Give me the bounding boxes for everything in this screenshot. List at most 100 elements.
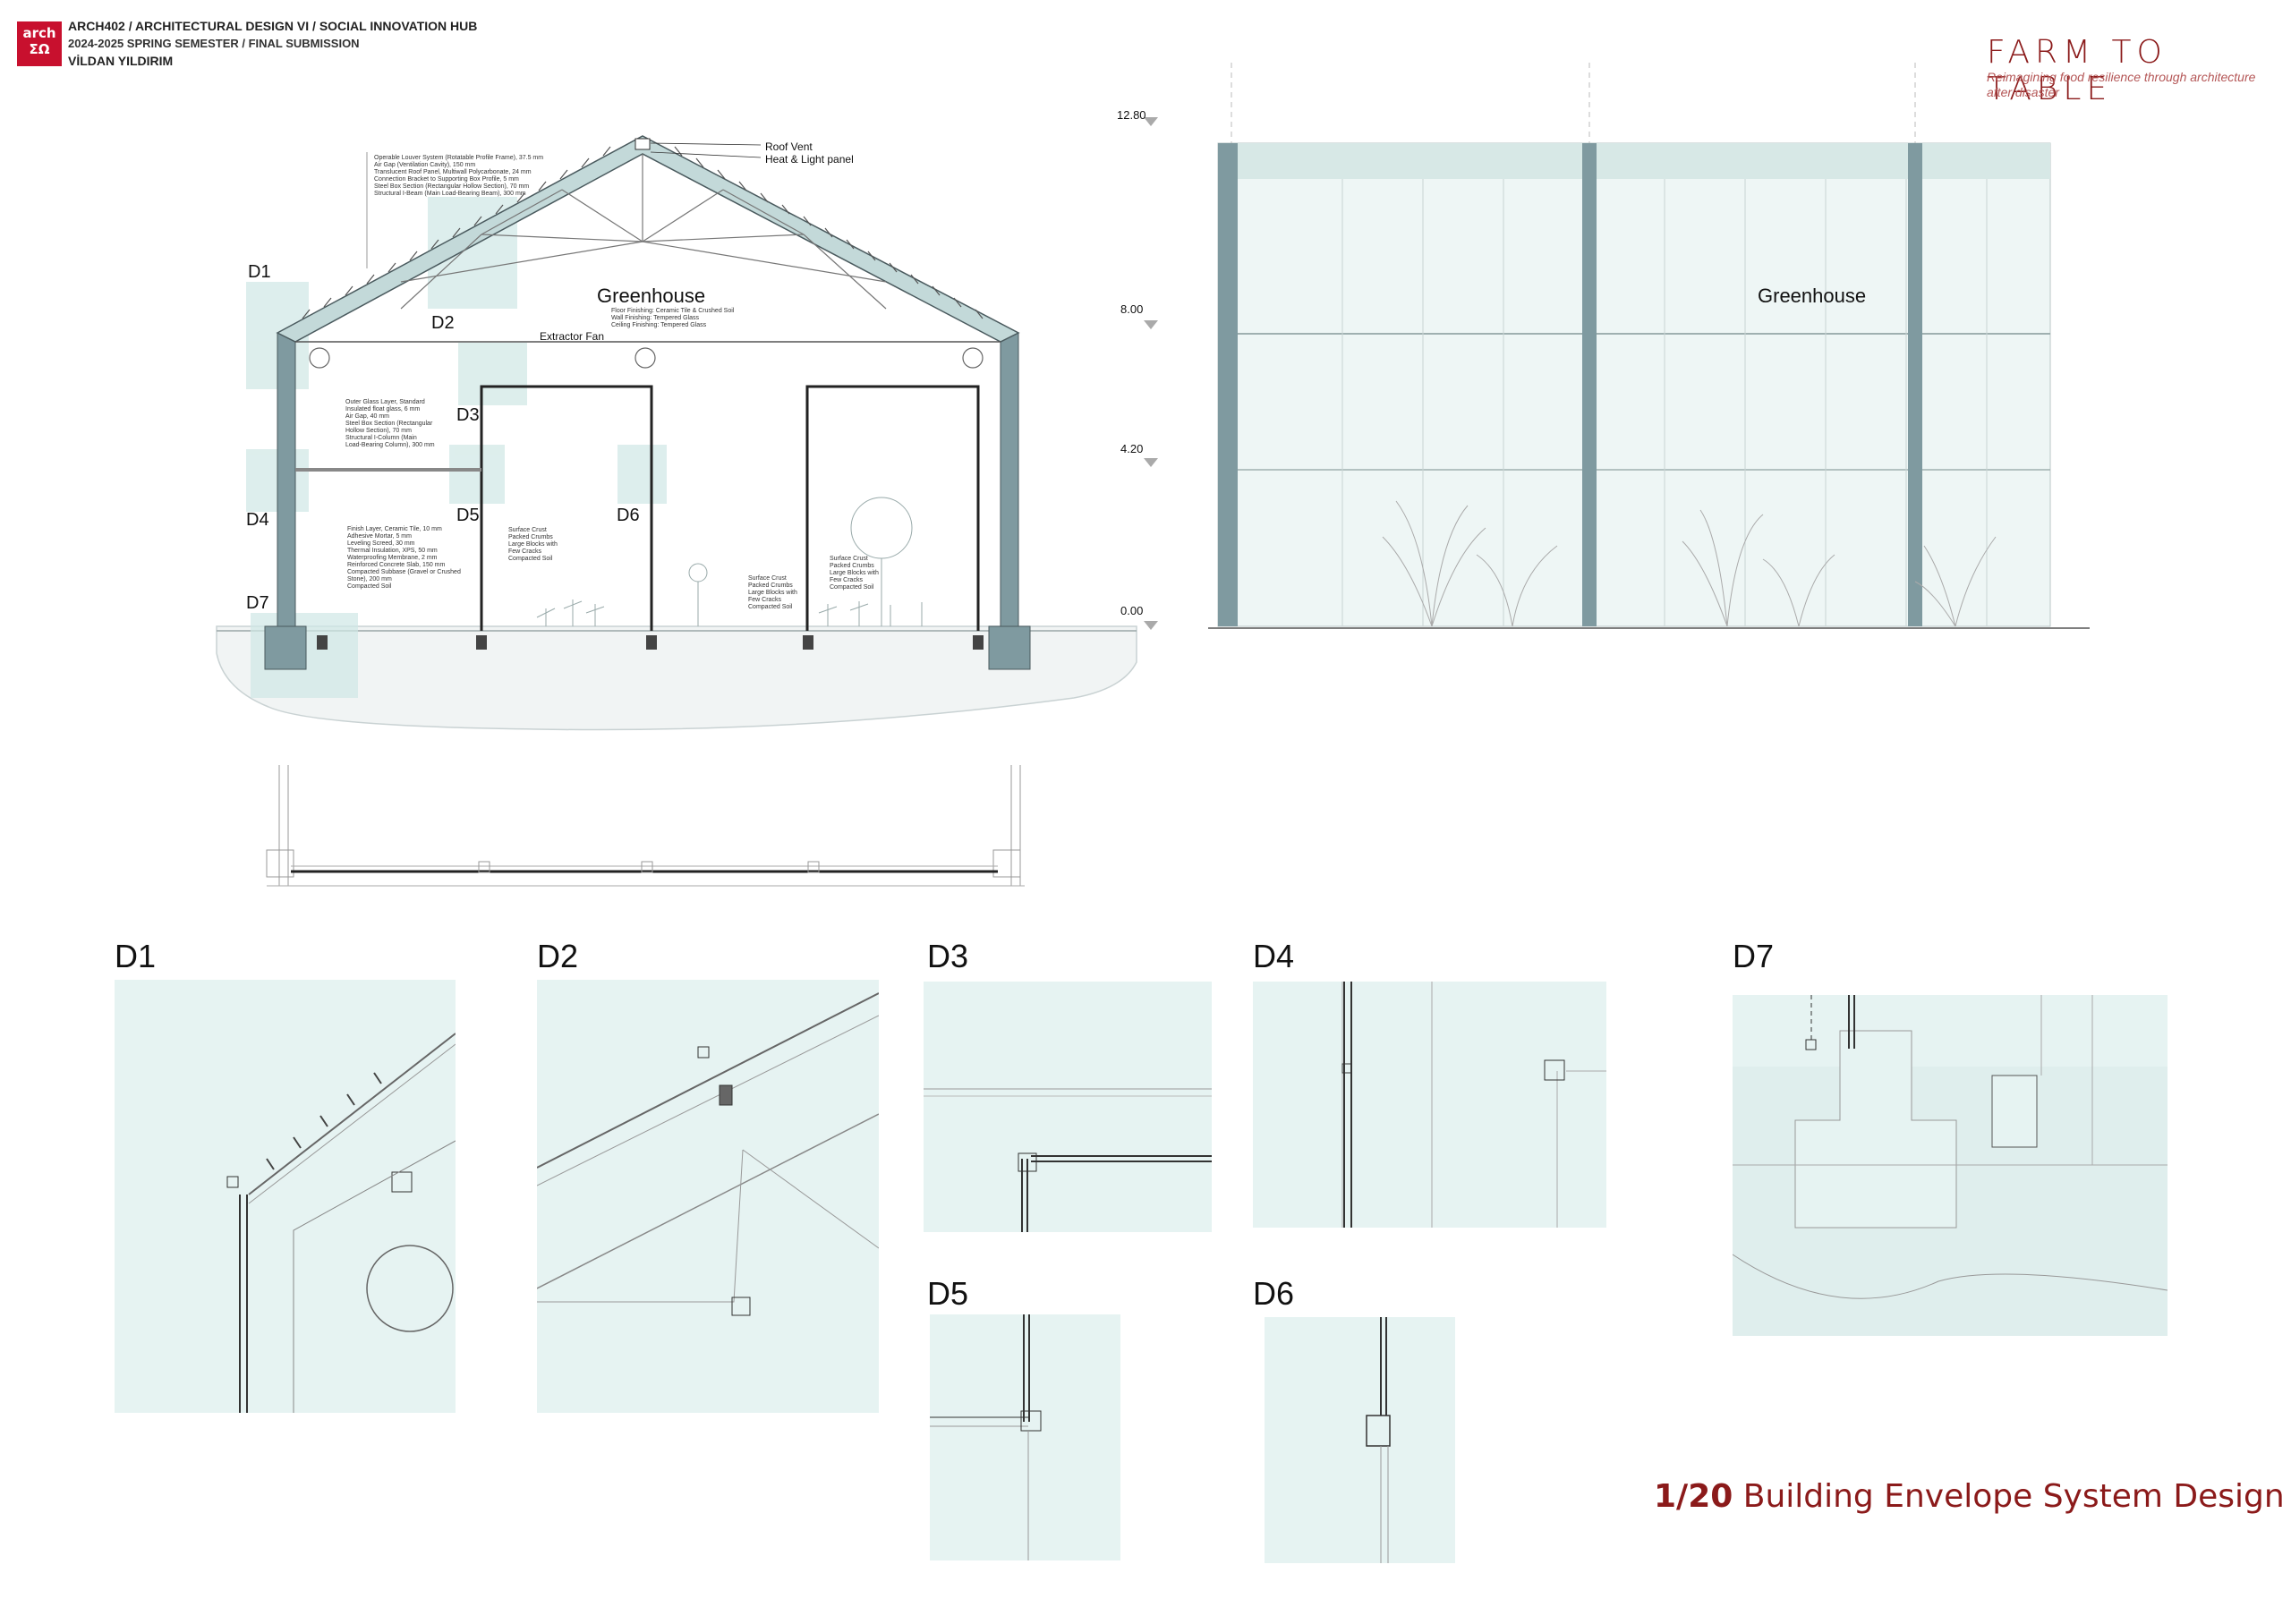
course-line: ARCH402 / ARCHITECTURAL DESIGN VI / SOCI… <box>68 19 478 33</box>
svg-text:Large Blocks with: Large Blocks with <box>748 590 797 596</box>
detail-d2-panel <box>537 980 879 1413</box>
svg-text:Few Cracks: Few Cracks <box>748 597 781 603</box>
level-12-80: 12.80 <box>1117 108 1146 122</box>
svg-text:Hollow Section), 70 mm: Hollow Section), 70 mm <box>345 428 412 434</box>
svg-text:Floor Finishing: Ceramic Tile: Floor Finishing: Ceramic Tile & Crushed … <box>611 308 735 314</box>
soil-notes-c: Surface Crust Packed Crumbs Large Blocks… <box>830 556 879 591</box>
sheet-title: 1/20 Building Envelope System Design <box>1654 1478 2285 1515</box>
author-line: VİLDAN YILDIRIM <box>68 54 174 68</box>
detail-highlights <box>246 197 667 698</box>
detail-d4-label: D4 <box>1253 938 1295 974</box>
tag-d5: D5 <box>456 506 480 525</box>
project-subtitle: Reimagining food resilience through arch… <box>1987 70 2256 99</box>
tag-d4: D4 <box>246 510 269 530</box>
detail-d6-panel <box>1265 1317 1455 1563</box>
svg-text:Connection Bracket to Supporti: Connection Bracket to Supporting Box Pro… <box>374 176 519 183</box>
ground-mass <box>216 625 1137 731</box>
svg-text:Steel Box Section (Rectangular: Steel Box Section (Rectangular Hollow Se… <box>374 183 529 190</box>
extractor-fans <box>309 347 984 369</box>
level-markers: 12.80 8.00 4.20 0.00 <box>1117 108 1158 630</box>
svg-text:Outer Glass Layer, Standard: Outer Glass Layer, Standard <box>345 399 425 405</box>
heat-light-label: Heat & Light panel <box>765 153 854 166</box>
soil-notes-b: Surface Crust Packed Crumbs Large Blocks… <box>748 575 797 610</box>
level-0-00: 0.00 <box>1120 604 1143 617</box>
drawings-canvas: Greenhouse Roof Vent Heat & Light panel … <box>216 63 2090 887</box>
detail-d5-label: D5 <box>927 1275 969 1312</box>
detail-d1-panel <box>115 980 456 1413</box>
soil-notes-a: Surface Crust Packed Crumbs Large Blocks… <box>508 527 558 562</box>
detail-d3-label: D3 <box>927 938 969 974</box>
section-greenhouse-label: Greenhouse <box>597 285 705 307</box>
logo-text-top: arch <box>22 25 56 41</box>
logo-text-bottom: ΣΩ <box>29 41 50 57</box>
svg-text:Compacted Soil: Compacted Soil <box>748 604 793 610</box>
svg-text:Few Cracks: Few Cracks <box>508 548 541 555</box>
svg-text:Insulated float glass, 6 mm: Insulated float glass, 6 mm <box>345 406 420 412</box>
detail-d2-label: D2 <box>537 938 579 974</box>
level-8-00: 8.00 <box>1120 302 1143 316</box>
school-logo <box>17 21 62 66</box>
wall-notes: Outer Glass Layer, Standard Insulated fl… <box>345 399 435 448</box>
tag-d1: D1 <box>248 262 271 282</box>
svg-text:Surface Crust: Surface Crust <box>748 575 787 582</box>
detail-d5-panel <box>930 1314 1120 1560</box>
svg-text:Wall Finishing: Tempered Glass: Wall Finishing: Tempered Glass <box>611 315 700 321</box>
svg-text:Surface Crust: Surface Crust <box>830 556 868 562</box>
svg-text:Large Blocks with: Large Blocks with <box>830 570 879 576</box>
base-plates <box>317 635 984 650</box>
svg-text:Translucent Roof Panel, Multiw: Translucent Roof Panel, Multiwall Polyca… <box>374 169 532 175</box>
svg-text:Packed Crumbs: Packed Crumbs <box>748 582 793 589</box>
detail-d7-label: D7 <box>1733 938 1775 974</box>
detail-d4-panel <box>1253 982 1606 1228</box>
svg-text:Reinforced Concrete Slab, 150: Reinforced Concrete Slab, 150 mm <box>347 562 445 568</box>
semester-line: 2024-2025 SPRING SEMESTER / FINAL SUBMIS… <box>68 37 360 50</box>
tag-d3: D3 <box>456 405 480 425</box>
svg-text:Load-Bearing Column), 300 mm: Load-Bearing Column), 300 mm <box>345 442 435 448</box>
finishes-notes: Floor Finishing: Ceramic Tile & Crushed … <box>611 308 735 328</box>
inner-rooms <box>295 385 980 631</box>
svg-text:Waterproofing Membrane, 2 mm: Waterproofing Membrane, 2 mm <box>347 555 438 561</box>
sheet-scale: 1/20 <box>1654 1478 1733 1515</box>
roof-vent-label: Roof Vent <box>765 140 813 153</box>
tag-d2: D2 <box>431 313 455 333</box>
tag-d6: D6 <box>617 506 640 525</box>
svg-text:Packed Crumbs: Packed Crumbs <box>508 534 553 540</box>
extractor-fan-label: Extractor Fan <box>540 330 604 343</box>
svg-text:Air Gap, 40 mm: Air Gap, 40 mm <box>345 413 389 420</box>
svg-text:Ceiling Finishing: Tempered Gl: Ceiling Finishing: Tempered Glass <box>611 322 707 328</box>
roof-notes: Operable Louver System (Rotatable Profil… <box>366 152 543 268</box>
svg-text:Air Gap (Ventilation Cavity),: Air Gap (Ventilation Cavity), 150 mm <box>374 162 475 168</box>
detail-d1-label: D1 <box>115 938 157 974</box>
elevation-greenhouse-label: Greenhouse <box>1758 285 1866 307</box>
detail-d6-label: D6 <box>1253 1275 1295 1312</box>
svg-text:Compacted Soil: Compacted Soil <box>347 583 392 590</box>
tag-d7: D7 <box>246 593 269 613</box>
section-roof <box>276 135 1020 343</box>
sheet-title-text: Building Envelope System Design <box>1733 1478 2285 1515</box>
plan-strip <box>266 765 1025 887</box>
svg-text:Finish Layer, Ceramic Tile, 10: Finish Layer, Ceramic Tile, 10 mm <box>347 526 442 532</box>
svg-text:Structural I-Beam (Main Load-B: Structural I-Beam (Main Load-Bearing Bea… <box>374 191 526 197</box>
svg-text:Stone), 200 mm: Stone), 200 mm <box>347 576 392 582</box>
svg-text:Packed Crumbs: Packed Crumbs <box>830 563 874 569</box>
detail-d7-panel <box>1733 995 2168 1336</box>
detail-d3-panel <box>924 982 1212 1232</box>
svg-text:Compacted Soil: Compacted Soil <box>508 556 553 562</box>
svg-text:Compacted Soil: Compacted Soil <box>830 584 874 591</box>
elevation: Greenhouse <box>1208 63 2090 629</box>
school-logo-text: arch ΣΩ <box>17 25 62 57</box>
svg-text:Operable Louver System (Rotata: Operable Louver System (Rotatable Profil… <box>374 155 543 161</box>
svg-text:Surface Crust: Surface Crust <box>508 527 547 533</box>
level-4-20: 4.20 <box>1120 442 1143 455</box>
floor-notes: Finish Layer, Ceramic Tile, 10 mm Adhesi… <box>347 526 461 590</box>
svg-text:Compacted Subbase (Gravel or C: Compacted Subbase (Gravel or Crushed <box>347 569 461 575</box>
svg-text:Leveling Screed, 30 mm: Leveling Screed, 30 mm <box>347 540 415 547</box>
section-plants <box>536 497 923 626</box>
svg-text:Large Blocks with: Large Blocks with <box>508 541 558 548</box>
svg-text:Adhesive Mortar, 5 mm: Adhesive Mortar, 5 mm <box>347 533 412 540</box>
svg-text:Structural I-Column (Main: Structural I-Column (Main <box>345 435 417 441</box>
svg-text:Steel Box Section (Rectangular: Steel Box Section (Rectangular <box>345 421 433 427</box>
project-title: FARM TO TABLE <box>1987 34 2168 107</box>
svg-text:Thermal Insulation, XPS, 50 mm: Thermal Insulation, XPS, 50 mm <box>347 548 438 554</box>
svg-text:Few Cracks: Few Cracks <box>830 577 863 583</box>
